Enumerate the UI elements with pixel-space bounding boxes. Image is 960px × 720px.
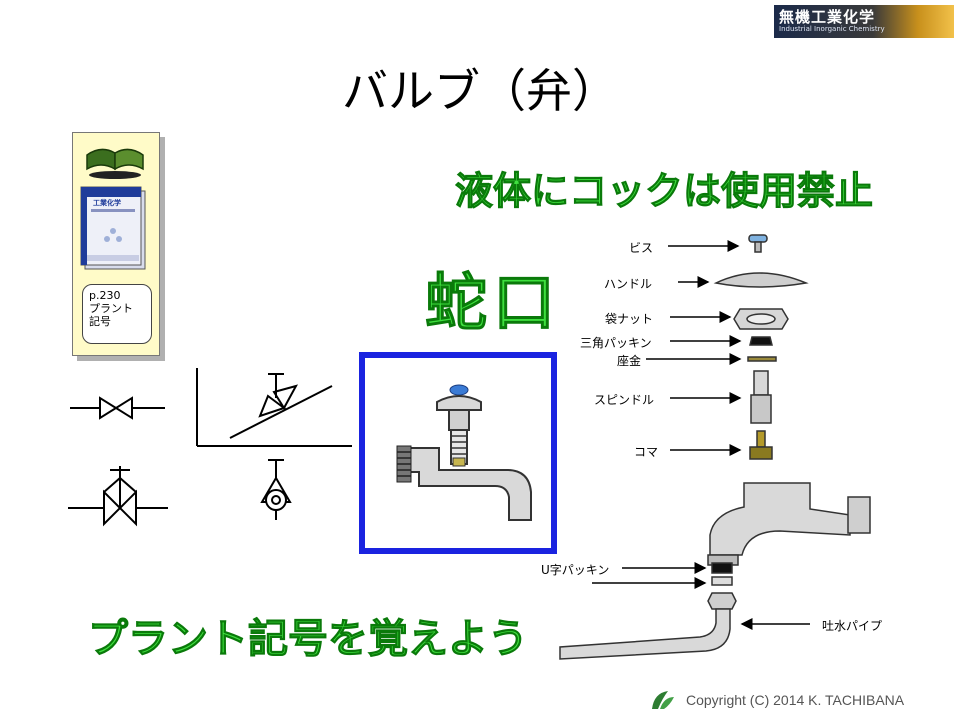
handle-part <box>713 272 809 288</box>
label-washer: 座金 <box>617 354 642 368</box>
angle-valve-symbol <box>196 368 352 447</box>
svg-text:工業化学: 工業化学 <box>93 198 121 207</box>
reference-page: p.230 <box>89 289 121 302</box>
globe-valve-symbol <box>68 466 168 527</box>
memorize-symbols-note: プラント記号を覚えよう <box>88 616 529 663</box>
label-spindle: スピンドル <box>594 393 655 407</box>
label-u-packing: U字パッキン <box>541 563 610 577</box>
spout-pipe-part <box>559 608 731 660</box>
faucet-label: 蛇口 <box>424 266 562 340</box>
book-icon: 工業化学 <box>80 148 146 270</box>
label-screw: ビス <box>629 241 654 255</box>
slide-title: バルブ（弁） <box>342 64 618 118</box>
gate-valve-symbol <box>70 396 165 420</box>
label-handle: ハンドル <box>604 277 653 291</box>
page-reference-box: p.230 プラント 記号 <box>82 284 152 344</box>
washer-part <box>747 356 777 362</box>
screw-part <box>748 234 768 243</box>
faucet-body-part <box>709 482 851 556</box>
label-bag-nut: 袋ナット <box>605 312 654 326</box>
label-top: コマ <box>634 445 659 459</box>
cock-valve-symbol <box>260 459 292 520</box>
label-triangle-packing: 三角パッキン <box>580 336 652 350</box>
leaf-logo-icon <box>652 691 674 709</box>
cock-prohibition-note: 液体にコックは使用禁止 <box>454 169 874 214</box>
reference-note-card: 工業化学 <box>72 132 160 356</box>
u-packing-part <box>711 562 733 574</box>
logo-text: 無機工業化学 <box>779 8 876 26</box>
triangle-packing-part <box>749 336 773 346</box>
spindle-part <box>753 370 769 396</box>
reference-line2: 記号 <box>89 315 111 328</box>
logo-subtext: Industrial Inorganic Chemistry <box>779 25 885 33</box>
reference-line1: プラント <box>89 302 133 315</box>
faucet-exploded-diagram <box>559 234 871 660</box>
course-logo: 無機工業化学 Industrial Inorganic Chemistry <box>774 5 954 38</box>
copyright-notice: Copyright (C) 2014 K. TACHIBANA <box>686 692 905 708</box>
valve-symbols <box>68 368 352 527</box>
label-spout-pipe: 吐水パイプ <box>822 619 883 633</box>
top-part <box>756 430 766 448</box>
faucet-cutaway-image <box>359 352 557 554</box>
